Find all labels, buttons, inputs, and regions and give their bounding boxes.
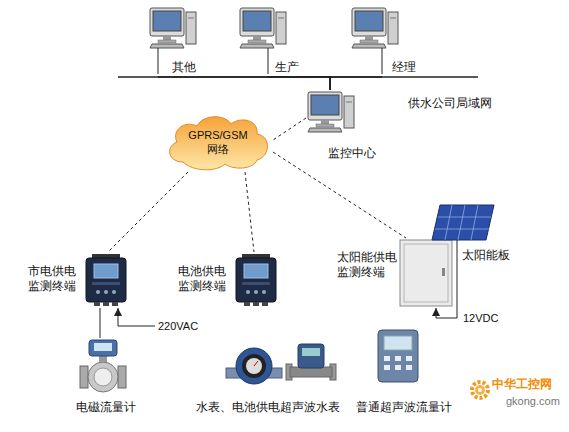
ultrasonic-flowmeter-icon (378, 330, 418, 382)
node-label: GPRS/GSM 网络 (186, 129, 250, 157)
terminal-node: 电池供电 监测终端 (174, 252, 274, 308)
ultrasonic-flowmeter-icon (406, 356, 412, 361)
wire-connector (158, 77, 330, 90)
flowmeter-node: 普通超声波流量计 (352, 326, 463, 418)
water-meter-icon (242, 354, 266, 378)
ultrasonic-flowmeter-icon (384, 356, 390, 361)
ultrasonic-flowmeter-icon (406, 365, 412, 370)
water-meter-icon (236, 348, 272, 384)
wire-connector (436, 265, 457, 318)
cloud-outline (170, 117, 268, 170)
cable-stub (382, 48, 383, 74)
node-label: 监控中心 (328, 146, 429, 161)
solar-panel-icon (438, 217, 491, 218)
node-label: 生产 (275, 60, 381, 75)
computer-icon (352, 8, 398, 48)
wireless-link (273, 152, 406, 238)
ultrasonic-flowmeter-icon (378, 330, 418, 382)
electromagnetic-flowmeter-icon (94, 368, 112, 386)
network-cloud: GPRS/GSM 网络 (163, 112, 273, 172)
solar-panel-node: 太阳能板 (430, 203, 549, 265)
power-arrow (118, 308, 155, 326)
computer-node: 经理 (348, 8, 469, 77)
computer-icon (150, 8, 196, 48)
computer-icon (240, 8, 286, 48)
watermark: 中华工控网 (492, 377, 552, 391)
node-label: 水表、电池供电超声波水表 (196, 400, 351, 415)
ultrasonic-water-meter-icon (298, 344, 324, 368)
wireless-link (245, 172, 254, 252)
electromagnetic-flowmeter-icon (88, 362, 118, 392)
monitor-center: 监控中心 (306, 90, 407, 162)
ultrasonic-water-meter-icon (302, 348, 320, 356)
power-arrow (118, 308, 155, 326)
water-meter-icon (246, 358, 262, 374)
watermark: gkong.com (506, 395, 560, 408)
node-label: 经理 (392, 60, 513, 75)
network-label: 供水公司局域网 (408, 96, 492, 110)
computer-node: 生产 (238, 8, 344, 77)
node-label: 电磁流量计 (76, 400, 161, 415)
wire-connector (100, 308, 101, 338)
electromagnetic-flowmeter-icon (80, 340, 126, 392)
solar-panel-icon (458, 205, 465, 240)
cabinet-icon (400, 240, 452, 306)
electromagnetic-flowmeter-icon (94, 343, 112, 351)
electromagnetic-flowmeter-icon (80, 366, 88, 388)
cloud-shape (163, 112, 273, 172)
computer-node: 其他 (148, 8, 225, 77)
cable-stub (158, 48, 382, 74)
ultrasonic-flowmeter-icon (395, 365, 401, 370)
wire-connector (268, 77, 330, 90)
water-meter-icon (226, 348, 282, 384)
voltage-label: 220VAC (158, 320, 198, 333)
solar-panel-icon (432, 205, 494, 240)
node-label: 市电供电 监测终端 (28, 264, 80, 294)
node-label: 普通超声波流量计 (356, 400, 467, 415)
cabinet-icon (442, 268, 445, 276)
electromagnetic-flowmeter-icon (118, 366, 126, 388)
node-label: 其他 (172, 60, 249, 75)
node-label: 太阳能供电 监测终端 (337, 250, 399, 280)
cable-stub (158, 48, 159, 74)
watermark-gear (472, 382, 488, 398)
wireless-link (273, 118, 306, 140)
watermark-gear (478, 388, 482, 392)
terminal-node: 市电供电 监测终端 (24, 252, 128, 308)
ultrasonic-water-meter-icon (286, 344, 336, 380)
ultrasonic-flowmeter-icon (395, 356, 401, 361)
ultrasonic-flowmeter-icon (384, 365, 390, 370)
terminal-icon (236, 254, 276, 306)
watermark-gear (475, 385, 485, 395)
water-meter-icon (254, 361, 258, 366)
solar-panel-icon (435, 229, 489, 230)
terminal-node: 太阳能供电 监测终端 (334, 238, 454, 308)
cabinet-icon (404, 244, 448, 302)
computer-icon (308, 92, 354, 132)
ultrasonic-flowmeter-icon (384, 336, 412, 350)
meter-node: 水表、电池供电超声波水表 (194, 336, 349, 418)
flowmeter-node: 电磁流量计 (70, 338, 155, 418)
solar-panel-icon (457, 240, 458, 265)
cabinet-icon (400, 240, 452, 306)
watermark-gear (472, 382, 488, 398)
solar-panel-icon (471, 205, 478, 240)
node-label: 太阳能板 (462, 248, 569, 263)
solar-panel-icon (445, 205, 452, 240)
cable-stub (268, 48, 269, 74)
wire-connector (330, 77, 382, 90)
wireless-link (108, 172, 188, 252)
terminal-icon (86, 254, 126, 306)
node-label: 电池供电 监测终端 (178, 264, 230, 294)
voltage-label: 12VDC (462, 312, 499, 325)
electromagnetic-flowmeter-icon (89, 340, 117, 356)
